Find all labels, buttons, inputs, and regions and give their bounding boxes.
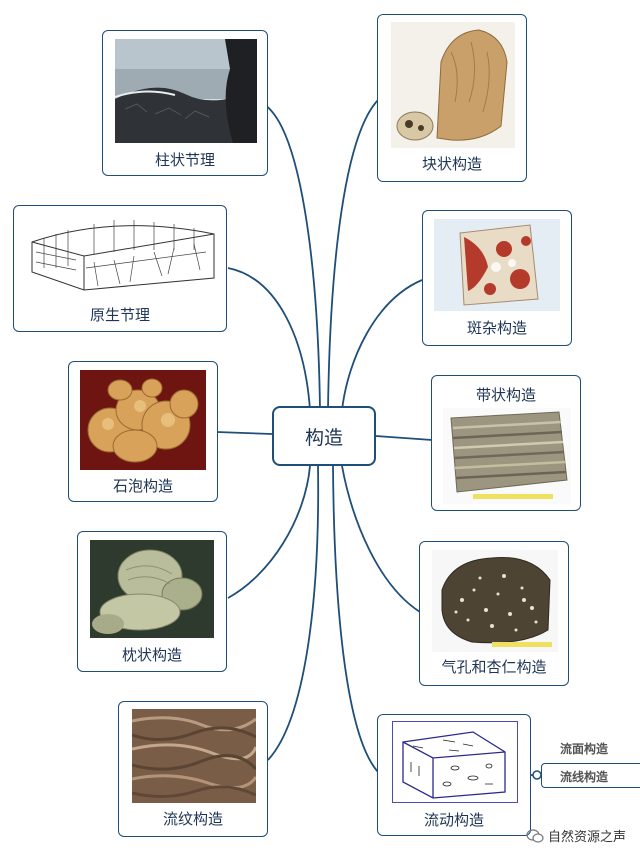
- flow-sub-line-box[interactable]: [541, 763, 640, 788]
- link-pillow: [227, 465, 311, 599]
- flow-label: 流动构造: [423, 811, 484, 829]
- node-massive[interactable]: 块状构造: [377, 14, 527, 182]
- node-mottled[interactable]: 斑杂构造: [422, 210, 572, 346]
- flow-banding-photo: [132, 709, 256, 803]
- node-flow[interactable]: 流动构造: [377, 714, 531, 836]
- flow-sketch: [392, 721, 518, 803]
- node-pillow[interactable]: 枕状构造: [77, 531, 227, 672]
- node-vesicular[interactable]: 气孔和杏仁构造: [419, 541, 569, 686]
- lithophysa-photo: [80, 370, 206, 470]
- watermark-text: 自然资源之声: [547, 830, 626, 845]
- primary-jointing-label: 原生节理: [89, 306, 150, 324]
- flow-sub-connector: [532, 770, 542, 780]
- vesicular-photo: [432, 550, 558, 652]
- node-primary-jointing[interactable]: 原生节理: [13, 205, 227, 332]
- link-primary-jointing: [227, 267, 311, 411]
- mottled-photo: [434, 219, 560, 311]
- mottled-label: 斑杂构造: [466, 319, 527, 337]
- link-massive: [327, 99, 379, 411]
- banded-label: 带状构造: [475, 386, 536, 404]
- link-columnar-jointing: [264, 104, 321, 411]
- node-banded[interactable]: 带状构造: [431, 375, 581, 511]
- pillow-photo: [90, 540, 214, 638]
- link-vesicular: [341, 465, 421, 613]
- link-lithophysa: [216, 431, 273, 435]
- link-flow: [332, 465, 379, 773]
- columnar-jointing-label: 柱状节理: [154, 151, 215, 169]
- flow-banding-label: 流纹构造: [162, 810, 223, 828]
- link-flow-banding: [267, 465, 320, 761]
- link-mottled: [341, 279, 423, 411]
- vesicular-label: 气孔和杏仁构造: [441, 658, 547, 676]
- flow-sub-line[interactable]: 流线构造: [560, 770, 609, 784]
- banded-photo: [443, 408, 571, 504]
- wechat-icon: [526, 828, 544, 843]
- central-topic[interactable]: 构造: [272, 406, 376, 466]
- flow-sub-surface[interactable]: 流面构造: [560, 742, 609, 756]
- primary-jointing-sketch: [24, 212, 218, 298]
- lithophysa-label: 石泡构造: [112, 477, 173, 495]
- watermark: 自然资源之声: [526, 826, 626, 845]
- central-topic-label: 构造: [304, 426, 343, 449]
- massive-photo: [391, 22, 515, 148]
- pillow-label: 枕状构造: [121, 646, 182, 664]
- node-lithophysa[interactable]: 石泡构造: [68, 361, 218, 502]
- columnar-jointing-photo: [115, 39, 257, 143]
- massive-label: 块状构造: [421, 155, 482, 173]
- link-banded: [375, 435, 433, 441]
- node-flow-banding[interactable]: 流纹构造: [118, 701, 268, 837]
- node-columnar-jointing[interactable]: 柱状节理: [102, 30, 268, 176]
